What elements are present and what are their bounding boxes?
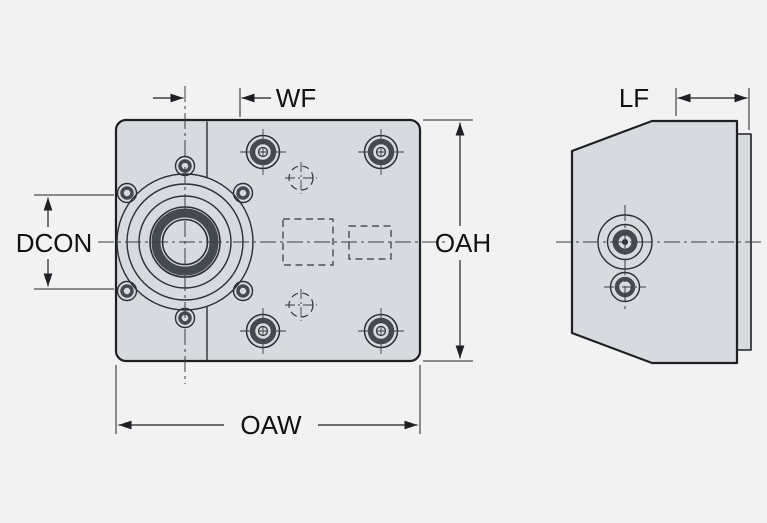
bolt-hole [232, 280, 254, 302]
dimension-dcon: DCON [16, 194, 114, 290]
front-view [98, 86, 446, 384]
screw [240, 129, 286, 175]
front-body [114, 118, 422, 363]
bolt-hole [116, 182, 138, 204]
dimension-oaw: OAW [115, 365, 421, 440]
dim-label-wf: WF [276, 83, 316, 113]
side-view [556, 119, 762, 365]
dim-label-dcon: DCON [16, 228, 93, 258]
dimension-oah: OAH [423, 119, 491, 362]
bolt-hole [232, 182, 254, 204]
corner-screws [240, 129, 404, 354]
dim-label-lf: LF [619, 83, 649, 113]
dimension-wf: WF [153, 83, 316, 117]
dim-label-oaw: OAW [240, 410, 302, 440]
screw [358, 308, 404, 354]
bolt-hole [116, 280, 138, 302]
side-body [570, 119, 739, 365]
screw [358, 129, 404, 175]
dimension-lf: LF [619, 83, 750, 130]
screw [240, 308, 286, 354]
dim-label-oah: OAH [435, 228, 491, 258]
